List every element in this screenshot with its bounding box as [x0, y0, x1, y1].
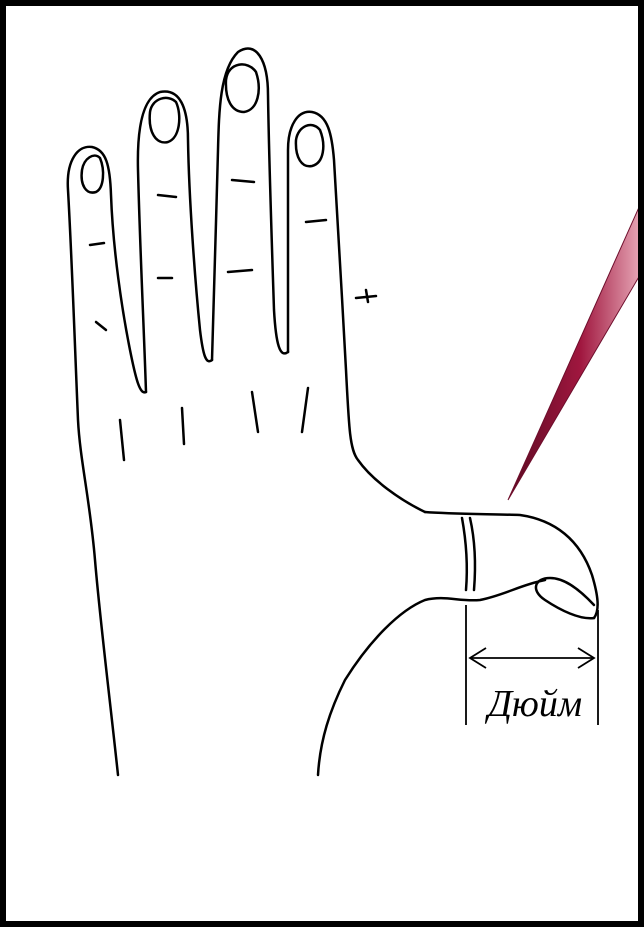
frame-border [0, 0, 644, 927]
figure-frame: Дюйм [0, 0, 644, 927]
